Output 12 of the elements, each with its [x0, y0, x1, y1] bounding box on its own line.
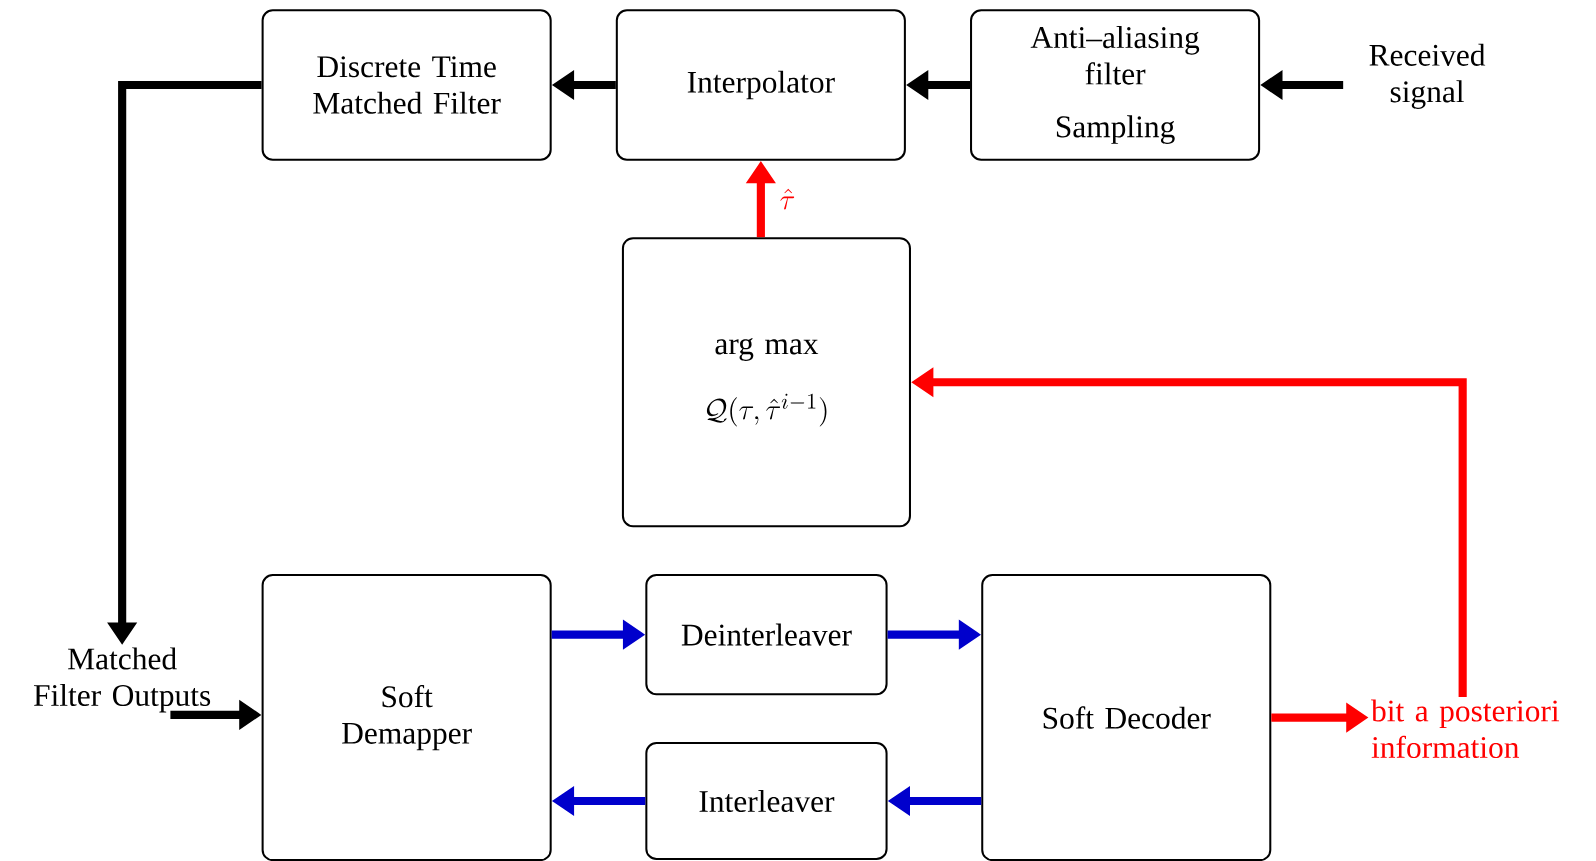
- signal-label: Received signal: [1369, 43, 1486, 109]
- process-box: Soft Demapper: [261, 574, 552, 861]
- edge-label: $\hat{\tau}$: [780, 188, 795, 210]
- process-box: Deinterleaver: [645, 574, 888, 696]
- process-box: Interleaver: [645, 741, 888, 861]
- signal-label: Matched Filter Outputs: [33, 647, 211, 713]
- process-box: Interpolator: [615, 9, 906, 161]
- process-box: arg max $\mathcal{Q}(\tau,\hat{\tau}^{i-1})$: [621, 237, 911, 528]
- process-box: Discrete Time Matched Filter: [261, 9, 552, 161]
- process-box: Anti–aliasing filter Sampling: [970, 9, 1261, 161]
- signal-label: bit a posteriori information: [1371, 699, 1560, 759]
- process-box: Soft Decoder: [981, 574, 1272, 861]
